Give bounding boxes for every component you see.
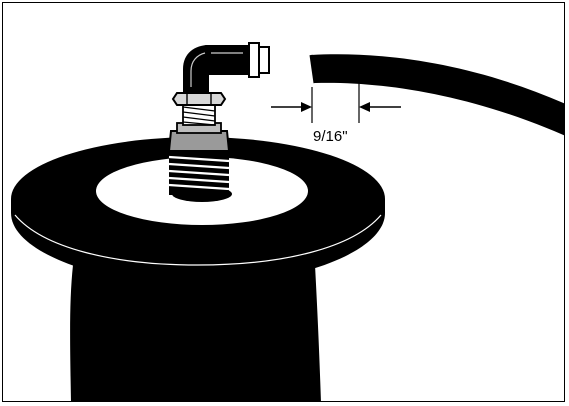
dimension-label: 9/16" <box>313 128 348 145</box>
diagram-canvas: 9/16" <box>11 42 564 401</box>
diagram-frame: 9/16" <box>2 2 565 402</box>
dimension-callout: 9/16" <box>271 83 401 145</box>
elbow-fitting-icon <box>183 42 270 93</box>
air-bag-body <box>70 265 321 401</box>
threaded-fitting <box>167 92 232 202</box>
air-line-tube-icon <box>309 54 564 136</box>
